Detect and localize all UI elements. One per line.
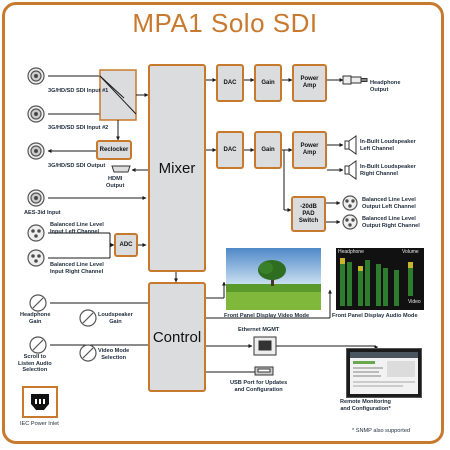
audio-mode-display: Headphone Volume Video xyxy=(336,248,424,310)
xlr-connector-icon-4 xyxy=(342,214,358,230)
loudspeaker-gain-label: Loudspeaker Gain xyxy=(98,312,133,325)
line-input-right-label: Balanced Line Level Input Right Channel xyxy=(50,262,104,275)
meter-headphone-label: Headphone xyxy=(338,249,364,255)
knob-icon-4 xyxy=(79,344,97,362)
power-inlet-box xyxy=(22,386,58,418)
pad-switch-block: -20dB PAD Switch xyxy=(291,196,326,232)
iec-power-icon xyxy=(31,394,49,410)
remote-monitoring-label: Remote Monitoring and Configuration* xyxy=(340,399,391,412)
reclocker-block: Reclocker xyxy=(96,140,132,160)
knob-icon-2 xyxy=(29,336,47,354)
line-output-left-label: Balanced Line Level Output Left Channel xyxy=(362,197,416,210)
speaker-icon-right xyxy=(344,160,357,180)
video-mode-display xyxy=(226,248,321,310)
gain-block-2: Gain xyxy=(254,131,282,169)
xlr-connector-icon-3 xyxy=(342,195,358,211)
knob-icon-1 xyxy=(29,294,47,312)
snmp-note: * SNMP also supported xyxy=(352,428,411,434)
ethernet-label: Ethernet MGMT xyxy=(238,327,280,333)
usb-port-icon xyxy=(254,366,274,376)
bnc-connector-icon-1 xyxy=(27,67,45,85)
video-mode-label: Video Mode Selection xyxy=(98,348,130,361)
bnc-connector-icon-2 xyxy=(27,105,45,123)
ethernet-port-icon xyxy=(253,336,277,356)
landscape-tree-image xyxy=(226,248,321,310)
usb-label: USB Port for Updates and Configuration xyxy=(230,380,288,393)
line-input-left-label: Balanced Line Level Input Left Channel xyxy=(50,222,104,235)
bnc-connector-icon-4 xyxy=(27,189,45,207)
meter-video-label: Video xyxy=(408,299,421,305)
adc-block: ADC xyxy=(114,233,138,257)
audio-meters xyxy=(340,258,413,306)
dac-block-1: DAC xyxy=(216,64,244,102)
hdmi-output-label: HDMI Output xyxy=(106,176,125,189)
power-inlet-label: IEC Power Inlet xyxy=(20,421,59,427)
video-mode-caption: Front Panel Display Video Mode xyxy=(224,313,310,319)
power-amp-block-2: Power Amp xyxy=(292,131,327,169)
speaker-icon-left xyxy=(344,135,357,155)
line-output-right-label: Balanced Line Level Output Right Channel xyxy=(362,216,420,229)
bnc-connector-icon-3 xyxy=(27,142,45,160)
gain-block-1: Gain xyxy=(254,64,282,102)
speaker-left-label: In-Built Loudspeaker Left Channel xyxy=(360,139,416,152)
diagram-title: MPA1 Solo SDI xyxy=(132,8,318,38)
headphone-gain-label: Headphone Gain xyxy=(20,312,51,325)
speaker-right-label: In-Built Loudspeaker Right Channel xyxy=(360,164,416,177)
sdi-input-2-label: 3G/HD/SD SDI Input #2 xyxy=(48,125,109,131)
sdi-input-1-label: 3G/HD/SD SDI Input #1 xyxy=(48,88,109,94)
aes-input-label: AES-3id Input xyxy=(24,210,61,216)
audio-mode-caption: Front Panel Display Audio Mode xyxy=(332,313,418,319)
xlr-connector-icon-2 xyxy=(27,249,45,267)
knob-icon-3 xyxy=(79,309,97,327)
power-amp-block-1: Power Amp xyxy=(292,64,327,102)
headphone-output-label: Headphone Output xyxy=(370,80,401,93)
control-block: Control xyxy=(148,282,206,392)
headphone-jack-icon xyxy=(342,75,368,85)
mixer-block: Mixer xyxy=(148,64,206,272)
scroll-selection-label: Scroll to Listen Audio Selection xyxy=(18,354,52,373)
remote-monitoring-screen xyxy=(346,348,422,398)
web-interface-image xyxy=(350,352,418,394)
xlr-connector-icon-1 xyxy=(27,224,45,242)
meter-volume-label: Volume xyxy=(402,249,419,255)
sdi-output-label: 3G/HD/SD SDI Output xyxy=(48,163,106,169)
hdmi-port-icon xyxy=(111,165,131,173)
dac-block-2: DAC xyxy=(216,131,244,169)
